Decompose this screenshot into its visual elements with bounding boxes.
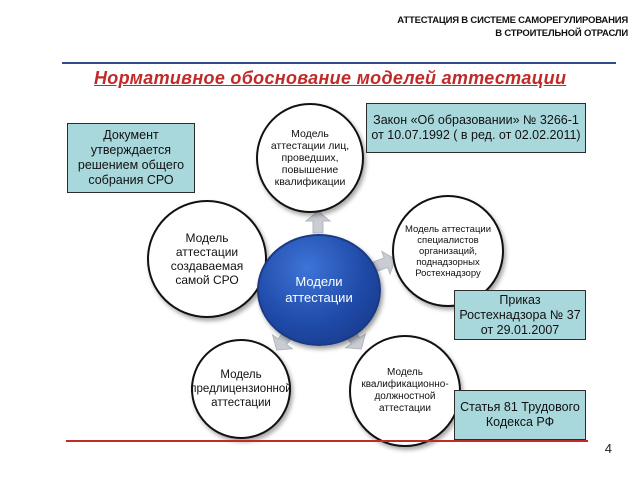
- note-text: Приказ Ростехнадзора № 37 от 29.01.2007: [459, 292, 581, 337]
- header-line-1: АТТЕСТАЦИЯ В СИСТЕМЕ САМОРЕГУЛИРОВАНИЯ: [397, 15, 628, 26]
- node-model-sro-created: Модель аттестации создаваемая самой СРО: [147, 200, 267, 318]
- header-line-2: В СТРОИТЕЛЬНОЙ ОТРАСЛИ: [495, 28, 628, 39]
- arrow-top-right: [372, 250, 396, 276]
- arrow-top: [304, 210, 332, 234]
- note-text: Закон «Об образовании» № 3266-1 от 10.07…: [371, 113, 581, 142]
- node-label: Модель аттестации создаваемая самой СРО: [170, 231, 244, 287]
- node-label: Модель предлицензионной аттестации: [190, 369, 292, 409]
- note-rostekhnadzor-order: Приказ Ростехнадзора № 37 от 29.01.2007: [454, 290, 586, 340]
- node-model-rostekhnadzor-specialists: Модель аттестации специалистов организац…: [392, 195, 504, 307]
- node-label: Модель аттестации лиц, проведших, повыше…: [270, 128, 350, 188]
- center-node-models: Модели аттестации: [257, 234, 381, 346]
- node-model-prelicense: Модель предлицензионной аттестации: [190, 339, 292, 439]
- bottom-divider: [66, 440, 588, 442]
- presentation-header: АТТЕСТАЦИЯ В СИСТЕМЕ САМОРЕГУЛИРОВАНИЯ В…: [368, 14, 628, 40]
- center-label: Модели аттестации: [285, 274, 353, 305]
- node-model-qualification-upgrade: Модель аттестации лиц, проведших, повыше…: [256, 103, 364, 213]
- note-labor-code: Статья 81 Трудового Кодекса РФ: [454, 390, 586, 440]
- note-document-approval: Документ утверждается решением общего со…: [67, 123, 195, 193]
- note-text: Статья 81 Трудового Кодекса РФ: [460, 400, 580, 429]
- note-text: Документ утверждается решением общего со…: [77, 128, 185, 187]
- page-number: 4: [604, 441, 612, 456]
- node-label: Модель квалификационно-должностной аттес…: [361, 367, 449, 414]
- note-education-law: Закон «Об образовании» № 3266-1 от 10.07…: [366, 103, 586, 153]
- top-divider: [62, 62, 616, 64]
- node-model-qualification-position: Модель квалификационно-должностной аттес…: [349, 335, 461, 447]
- slide-title: Нормативное обоснование моделей аттестац…: [94, 68, 567, 88]
- node-label: Модель аттестации специалистов организац…: [404, 223, 492, 279]
